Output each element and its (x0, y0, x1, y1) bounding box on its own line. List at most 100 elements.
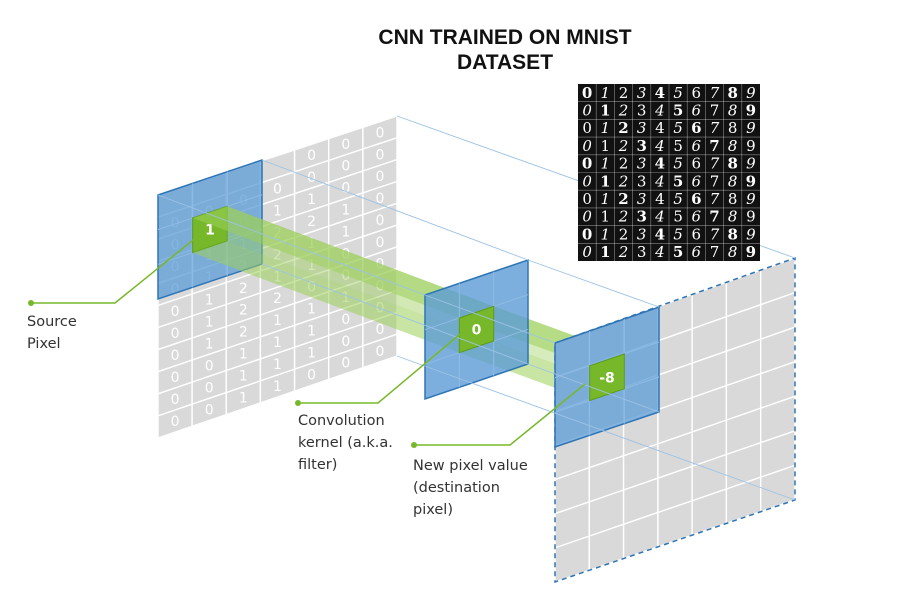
mnist-digit: 5 (673, 225, 683, 243)
projection-line (396, 355, 796, 501)
mnist-digit: 7 (710, 172, 720, 190)
mnist-digit: 8 (728, 208, 738, 226)
mnist-digit: 2 (618, 190, 628, 208)
mnist-digit: 1 (600, 243, 610, 261)
mnist-digit: 8 (728, 119, 738, 137)
source-pixel-value: 1 (307, 192, 316, 208)
source-pixel-value: 0 (205, 358, 214, 374)
mnist-digit: 3 (637, 243, 647, 261)
mnist-digit: 0 (582, 243, 592, 261)
mnist-digit: 0 (582, 225, 592, 243)
mnist-digit: 3 (637, 102, 647, 120)
source-pixel-value: 2 (273, 247, 282, 263)
projection-line (527, 363, 660, 413)
convolution-kernel-plane: 0 (424, 258, 529, 401)
mnist-digit: 6 (692, 155, 702, 173)
diagram-title-line-1: CNN TRAINED ON MNIST (378, 26, 632, 49)
callout-text: Source (27, 314, 77, 330)
mnist-digit: 1 (601, 137, 611, 155)
source-pixel-value: 0 (341, 312, 350, 328)
mnist-digit: 3 (637, 225, 647, 243)
mnist-digit: 2 (618, 137, 629, 155)
source-pixel-value: 0 (307, 148, 316, 164)
source-pixel-value: 0 (341, 137, 350, 153)
mnist-digit: 2 (619, 225, 629, 243)
beam-face (192, 206, 494, 318)
mnist-digit: 2 (619, 155, 629, 173)
mnist-digit: 0 (582, 84, 592, 102)
mnist-digit: 1 (600, 172, 610, 190)
diagram-title-line-2: DATASET (456, 51, 554, 74)
kernel-leader (298, 329, 466, 404)
mnist-digit: 3 (637, 155, 647, 173)
mnist-digit: 7 (710, 155, 720, 173)
mnist-digit: 5 (673, 243, 683, 261)
mnist-digit: 0 (582, 102, 592, 120)
mnist-digit: 4 (655, 119, 665, 137)
source-pixel-callout: Source Pixel (27, 311, 77, 355)
source-pixel-value: 1 (205, 223, 215, 239)
mnist-digit: 2 (619, 84, 629, 102)
projection-line (261, 159, 529, 261)
callout-text: kernel (a.k.a. (298, 435, 393, 451)
source-pixel-value: 1 (307, 258, 316, 274)
mnist-digit: 4 (654, 243, 665, 261)
mnist-digit: 3 (637, 190, 647, 208)
mnist-digit: 3 (637, 84, 647, 102)
mnist-digit: 4 (655, 155, 665, 173)
mnist-digit: 9 (746, 137, 756, 155)
mnist-digit: 2 (618, 102, 629, 120)
projection-line (424, 294, 556, 344)
callout-leaders (28, 227, 586, 448)
mnist-digit: 5 (673, 137, 683, 155)
mnist-digit: 8 (727, 155, 737, 173)
destination-pixel-leader-dot (411, 442, 417, 448)
mnist-digit: 0 (582, 119, 592, 137)
mnist-digit: 9 (746, 102, 756, 120)
source-pixel-value: 0 (171, 326, 180, 342)
mnist-digit: 1 (601, 225, 611, 243)
source-pixel-value: 0 (171, 392, 180, 408)
source-pixel-value: 2 (239, 303, 248, 319)
mnist-digit: 9 (746, 190, 756, 208)
source-pixel-value: 0 (307, 367, 316, 383)
callout-text: Convolution (298, 413, 385, 429)
kernel-center-value: 0 (472, 323, 482, 339)
source-pixel-value: 0 (171, 304, 180, 320)
mnist-digit: 4 (655, 84, 665, 102)
source-pixel-value: 0 (273, 181, 282, 197)
mnist-digit: 2 (618, 119, 628, 137)
source-pixel-value: 2 (239, 325, 248, 341)
mnist-digit: 0 (582, 155, 592, 173)
mnist-digit: 9 (746, 119, 756, 137)
mnist-digit: 9 (746, 225, 756, 243)
mnist-digit: 8 (727, 225, 737, 243)
source-pixel-value: 0 (375, 235, 384, 251)
mnist-digit: 6 (692, 225, 702, 243)
source-pixel-value: 2 (239, 281, 248, 297)
mnist-digit: 5 (673, 190, 683, 208)
mnist-digit: 1 (601, 190, 611, 208)
source-pixel-value: 0 (341, 181, 350, 197)
mnist-digit: 8 (728, 102, 738, 120)
projection-line (157, 194, 426, 296)
source-pixel-value: 2 (273, 291, 282, 307)
source-pixel-value: 0 (375, 213, 384, 229)
source-pixel-value: 0 (205, 402, 214, 418)
mnist-digit: 6 (691, 190, 701, 208)
mnist-digit: 7 (710, 84, 720, 102)
mnist-digit: 4 (655, 190, 665, 208)
source-pixel-value: 0 (375, 126, 384, 142)
mnist-digit: 6 (691, 119, 701, 137)
source-pixel-value: 1 (273, 335, 282, 351)
source-pixel-value: 1 (307, 302, 316, 318)
source-pixel-value: 1 (307, 345, 316, 361)
source-pixel-value: 1 (239, 391, 248, 407)
mnist-digit: 6 (692, 243, 702, 261)
mnist-digit: 7 (710, 225, 720, 243)
mnist-digit: 7 (710, 102, 720, 120)
destination-pixel-value: -8 (599, 370, 615, 386)
mnist-digit: 9 (746, 84, 756, 102)
mnist-digit: 0 (582, 190, 592, 208)
source-pixel-value: 0 (171, 370, 180, 386)
